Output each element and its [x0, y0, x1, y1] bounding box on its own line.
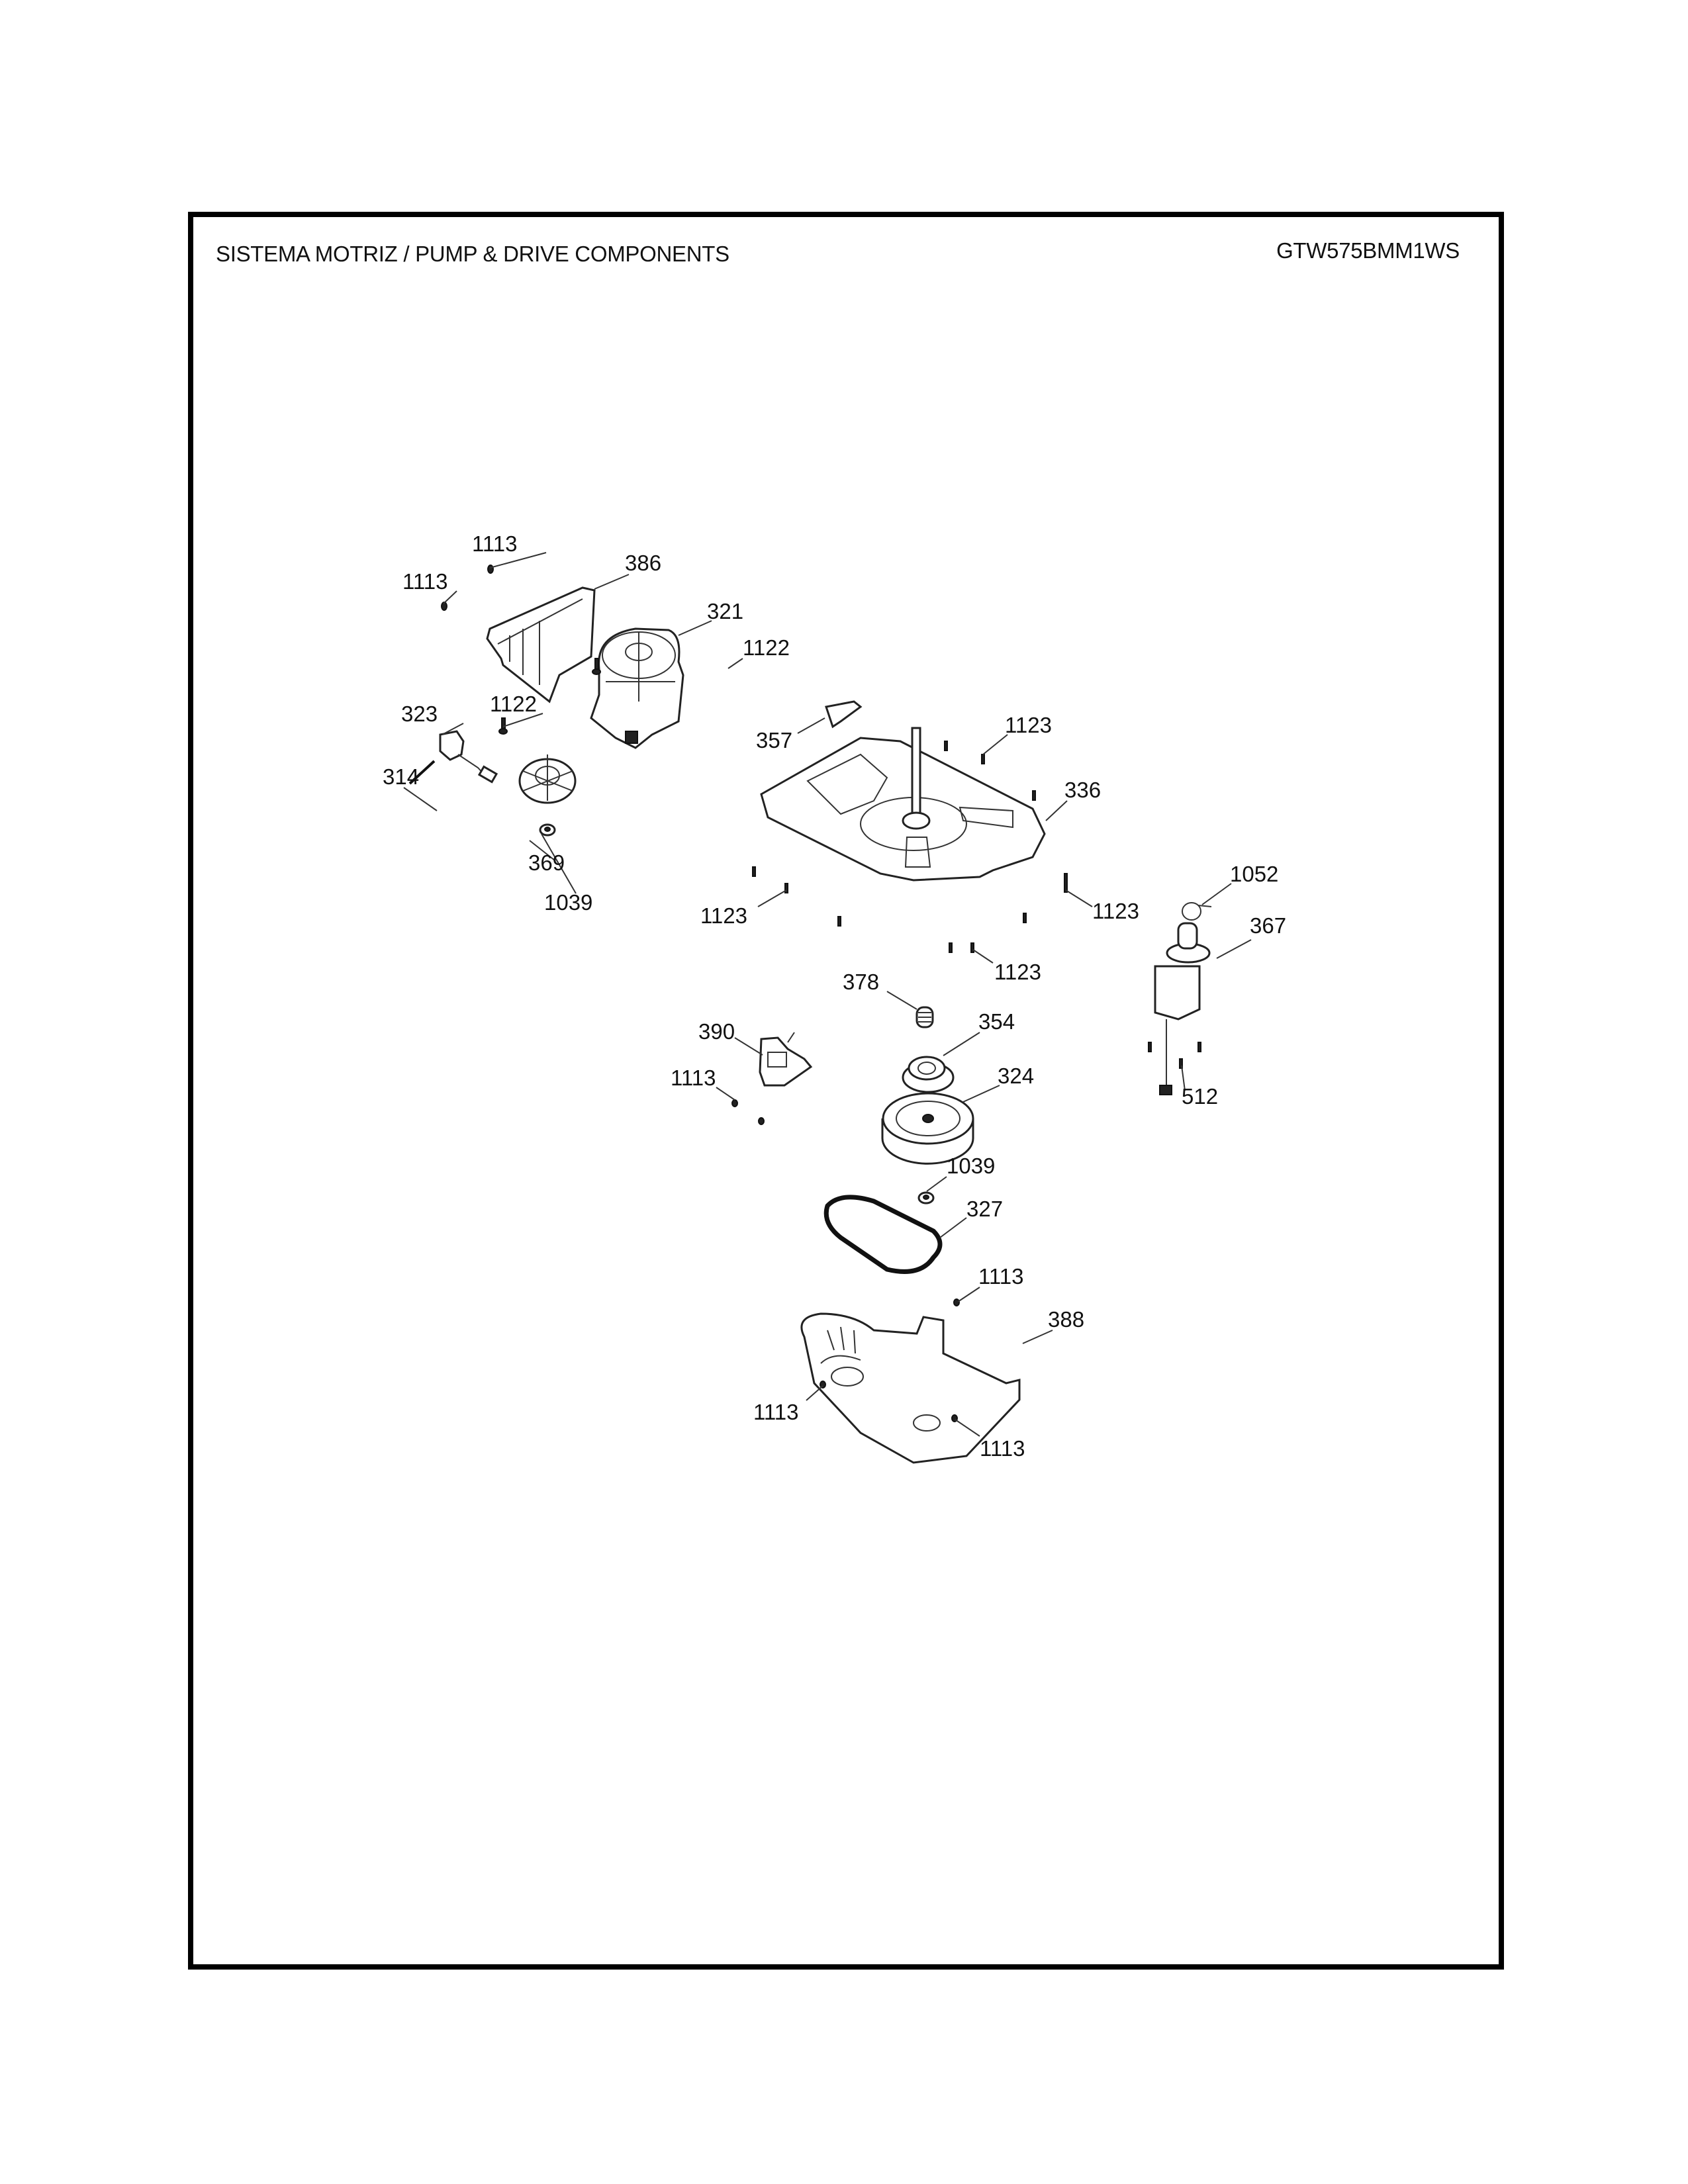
part-369-motor-pulley-fan[interactable] [518, 754, 577, 804]
part-314-wire-tie[interactable] [408, 760, 436, 785]
callout-327: 327 [966, 1197, 1003, 1221]
screw-512-b[interactable] [1197, 1042, 1201, 1052]
callout-1123: 1123 [1005, 713, 1052, 737]
page-border-frame [188, 212, 1504, 1970]
part-390-shift-actuator[interactable] [759, 1032, 813, 1087]
screw-1123-d[interactable] [752, 866, 756, 877]
screw-1122-left[interactable] [498, 717, 508, 735]
part-357-bracket[interactable] [825, 700, 863, 729]
callout-1052: 1052 [1230, 862, 1278, 886]
callout-1039: 1039 [947, 1154, 995, 1178]
screw-1113-388a[interactable] [953, 1298, 960, 1306]
callout-390: 390 [698, 1019, 735, 1044]
callout-336: 336 [1064, 778, 1101, 802]
part-321-drive-motor[interactable] [590, 627, 684, 749]
callout-386: 386 [625, 551, 661, 575]
part-324-drive-pulley[interactable] [881, 1092, 974, 1165]
screw-1123-h[interactable] [1023, 913, 1027, 923]
callout-1039: 1039 [544, 890, 592, 915]
screw-1123-e[interactable] [784, 883, 788, 893]
part-1052-hose-clamp[interactable] [1182, 902, 1212, 921]
part-1039-nut-top[interactable] [539, 823, 556, 837]
model-number: GTW575BMM1WS [1276, 238, 1460, 263]
screw-1113-top[interactable] [487, 565, 494, 574]
leader-lines [403, 552, 1252, 1437]
callout-512: 512 [1182, 1084, 1218, 1109]
screw-1113-390a[interactable] [731, 1099, 738, 1107]
callout-323: 323 [401, 702, 438, 726]
part-336-mounting-plate[interactable] [760, 727, 1046, 882]
screw-1123-b[interactable] [981, 754, 985, 764]
callout-314: 314 [383, 764, 419, 789]
screw-1123-f[interactable] [1064, 873, 1068, 893]
screw-1123-g[interactable] [837, 916, 841, 927]
part-386-motor-shield[interactable] [486, 586, 596, 704]
callout-1122: 1122 [490, 692, 537, 716]
part-323-motor-switch[interactable] [439, 730, 498, 784]
part-354-clutch-gear[interactable] [902, 1056, 955, 1093]
callout-1113: 1113 [980, 1436, 1025, 1461]
callout-1113: 1113 [978, 1264, 1024, 1289]
callout-1113: 1113 [402, 569, 448, 594]
part-367-drain-pump[interactable] [1154, 922, 1211, 1095]
callout-1123: 1123 [1092, 899, 1139, 923]
screw-1123-j[interactable] [970, 942, 974, 953]
part-1039-nut-lower[interactable] [917, 1191, 935, 1205]
callout-324: 324 [998, 1064, 1034, 1088]
callout-labels: 1113 386 1113 321 1122 323 1122 357 1123… [383, 531, 1286, 1461]
callout-1123: 1123 [994, 960, 1041, 984]
callout-1113: 1113 [753, 1400, 799, 1424]
callout-357: 357 [756, 728, 792, 752]
callout-369: 369 [528, 850, 565, 875]
callout-367: 367 [1250, 913, 1286, 938]
screw-1113-390b[interactable] [758, 1117, 765, 1125]
callout-1113: 1113 [671, 1066, 716, 1090]
screw-1123-i[interactable] [949, 942, 953, 953]
callout-388: 388 [1048, 1307, 1084, 1332]
callout-378: 378 [843, 970, 879, 994]
callout-1113: 1113 [472, 531, 518, 556]
screw-1122-right[interactable] [592, 658, 601, 675]
screw-512-a[interactable] [1148, 1042, 1152, 1052]
callout-1123: 1123 [700, 903, 747, 928]
page-title: SISTEMA MOTRIZ / PUMP & DRIVE COMPONENTS [216, 242, 729, 266]
part-327-drive-belt[interactable] [823, 1195, 943, 1274]
callout-354: 354 [978, 1009, 1015, 1034]
part-378-spring[interactable] [915, 1006, 934, 1028]
screw-1123-c[interactable] [1032, 790, 1036, 801]
screw-512-c[interactable] [1179, 1058, 1183, 1069]
callout-321: 321 [707, 599, 743, 623]
callout-1122: 1122 [743, 635, 790, 660]
screw-1123-a[interactable] [944, 741, 948, 751]
